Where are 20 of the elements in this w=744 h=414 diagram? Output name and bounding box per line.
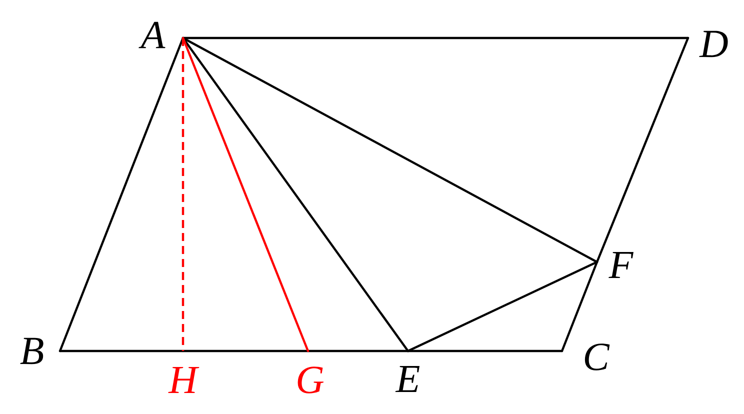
line-segment xyxy=(182,36,310,352)
point-label: D xyxy=(699,30,728,58)
line-segment xyxy=(306,350,410,352)
line-segment xyxy=(182,36,598,264)
point-label: A xyxy=(138,22,166,48)
line-segment xyxy=(406,350,564,352)
point-label: F xyxy=(608,252,634,278)
line-segment xyxy=(182,38,184,351)
point-label: G xyxy=(298,366,324,394)
point-label: E xyxy=(395,366,420,392)
point-label: H xyxy=(168,366,200,394)
line-segment xyxy=(560,260,598,352)
point-label: C xyxy=(584,344,610,370)
line-segment xyxy=(182,36,690,40)
line-segment xyxy=(596,36,690,264)
line-segment xyxy=(406,260,598,352)
point-label: B xyxy=(20,338,44,364)
line-segment xyxy=(58,350,184,352)
line-segment xyxy=(58,36,184,352)
line-segment xyxy=(182,350,310,352)
